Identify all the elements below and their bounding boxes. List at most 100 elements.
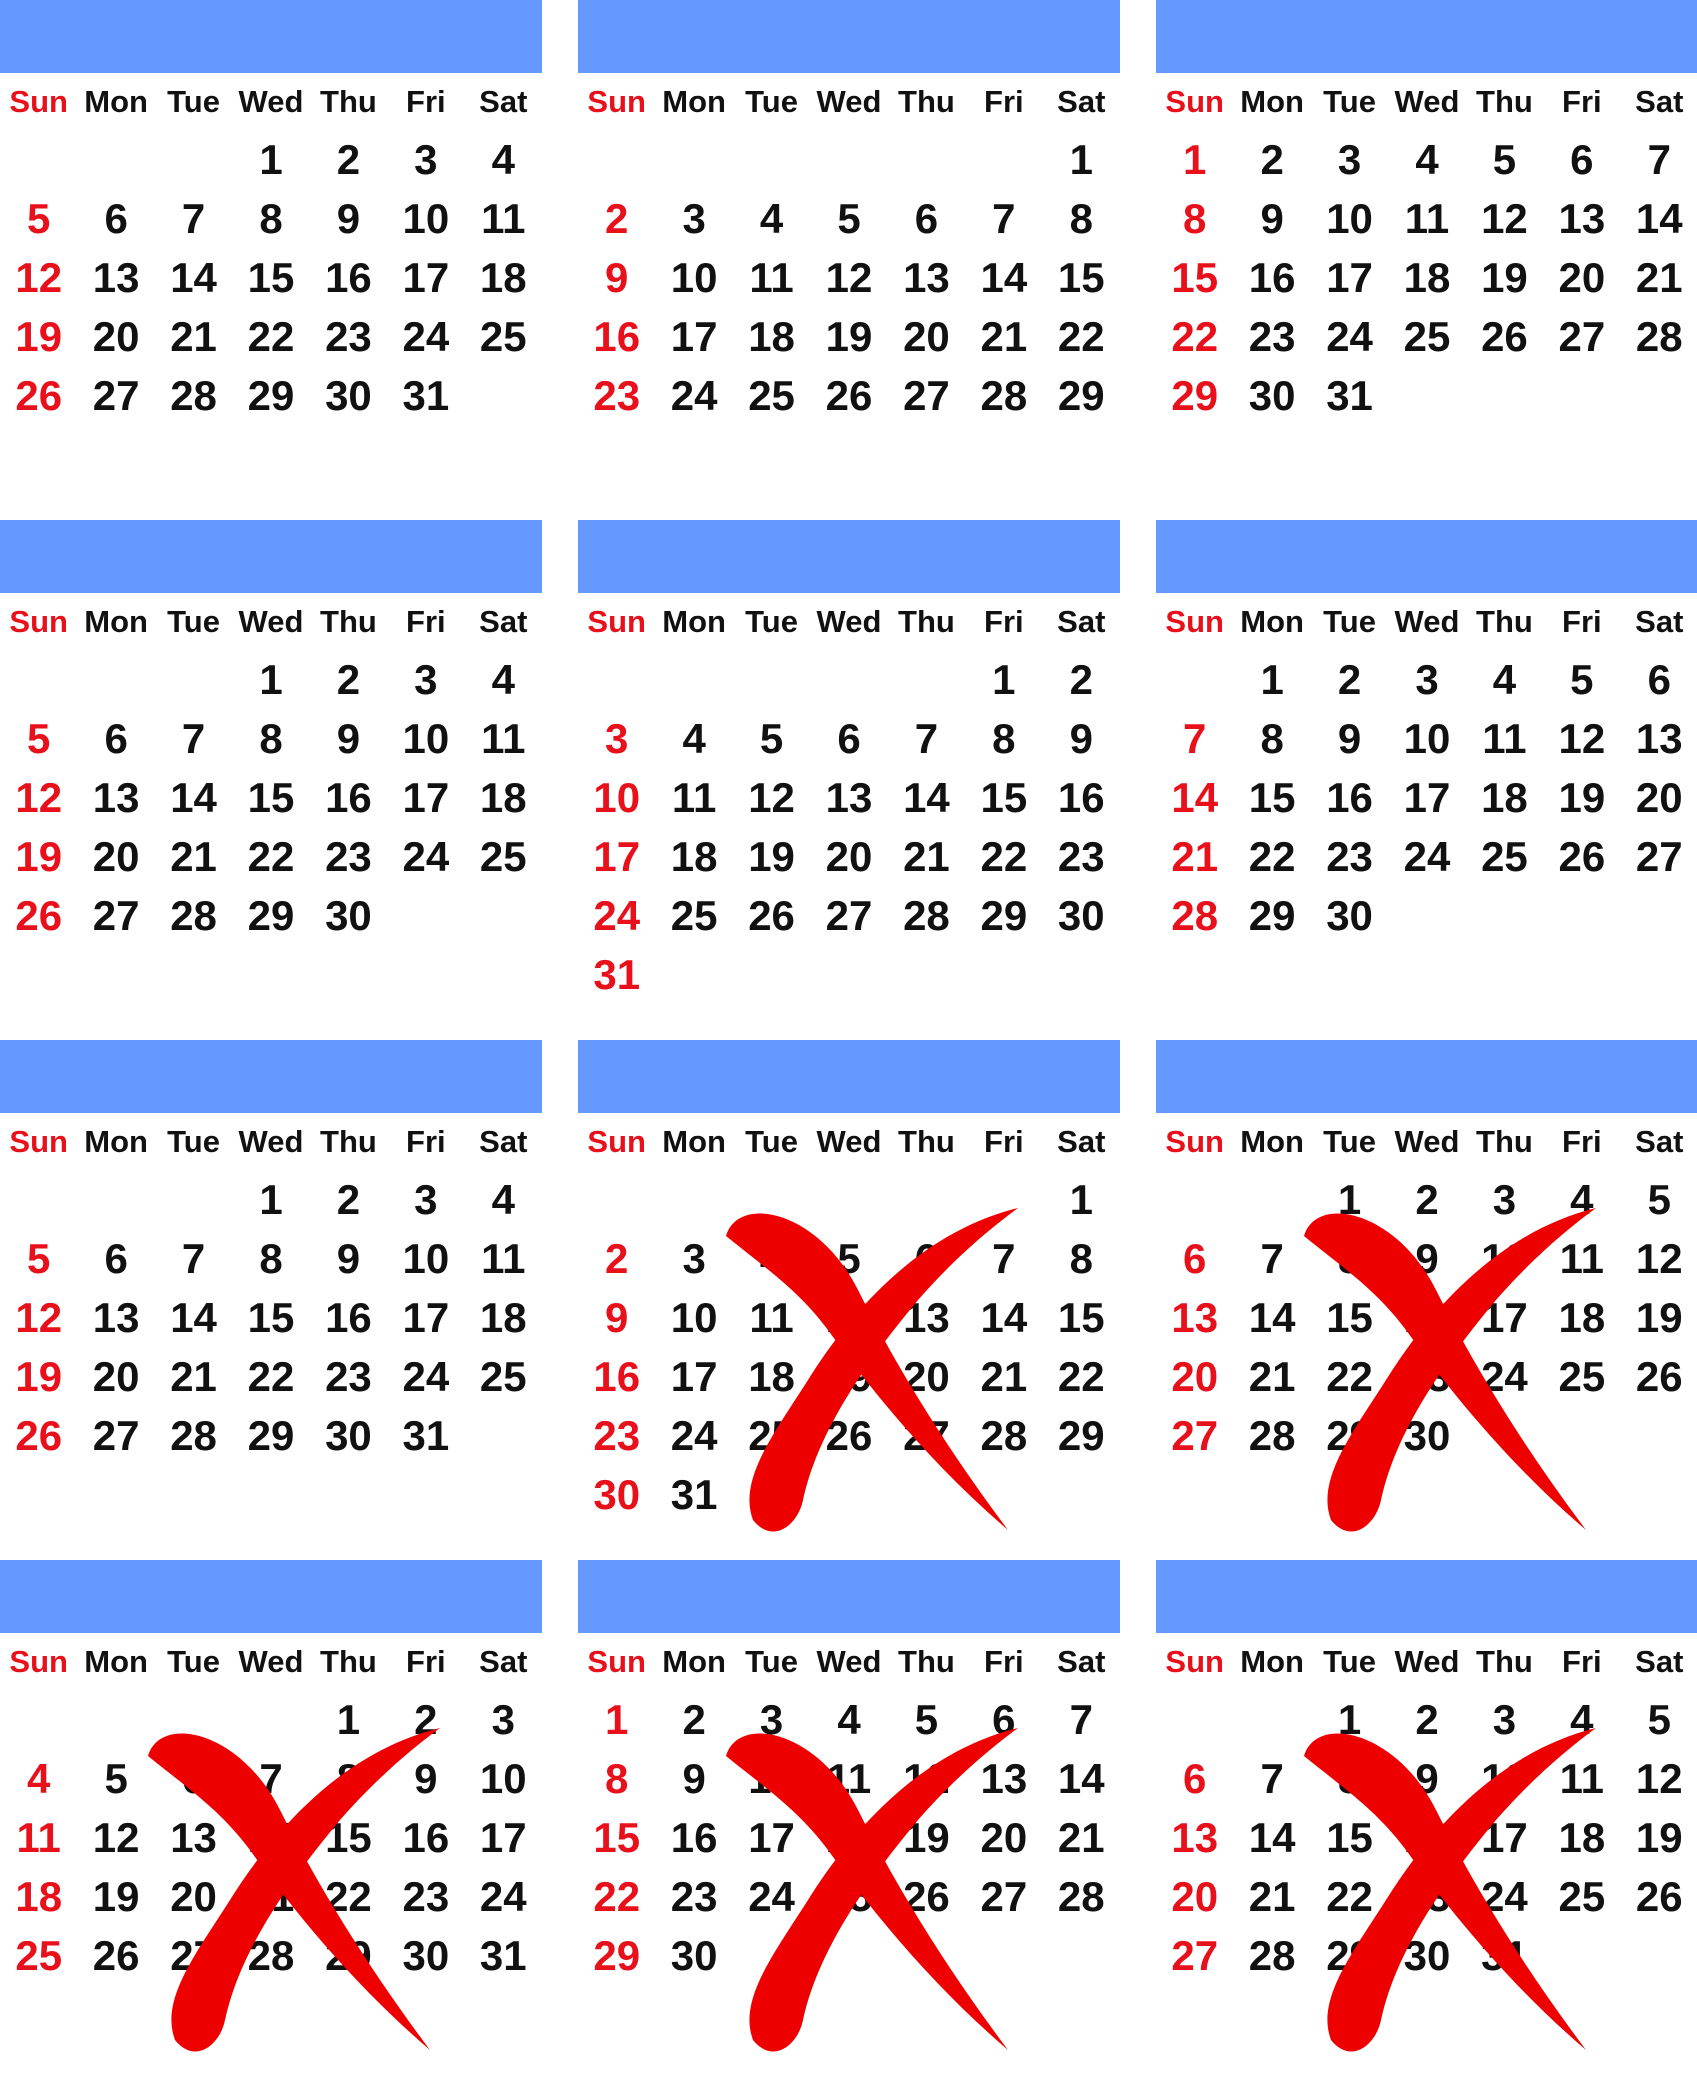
day-number: 30 xyxy=(325,372,372,419)
day-number: 15 xyxy=(247,254,295,301)
day-number: 5 xyxy=(837,1235,861,1282)
day-number: 30 xyxy=(593,1471,641,1518)
day-number: 17 xyxy=(402,254,450,301)
day-number: 17 xyxy=(1481,1294,1528,1341)
day-number: 15 xyxy=(1171,254,1219,301)
day-number: 31 xyxy=(402,1412,450,1459)
day-number: 29 xyxy=(247,1412,295,1459)
day-number: 31 xyxy=(593,951,641,998)
day-number: 4 xyxy=(491,136,515,183)
day-number: 11 xyxy=(481,1235,526,1282)
month-header-bar xyxy=(0,1040,542,1113)
day-number: 3 xyxy=(491,1696,515,1743)
weekday-label: Thu xyxy=(320,604,377,639)
weekday-label: Wed xyxy=(238,84,304,119)
day-number: 11 xyxy=(16,1814,61,1861)
day-number: 19 xyxy=(1635,1814,1683,1861)
weekday-label: Wed xyxy=(238,1124,304,1159)
day-number: 5 xyxy=(837,195,861,242)
month-header-bar xyxy=(1156,1560,1697,1633)
day-number: 15 xyxy=(247,1294,295,1341)
day-number: 10 xyxy=(670,1294,718,1341)
day-number: 21 xyxy=(1635,254,1683,301)
day-number: 9 xyxy=(1415,1755,1439,1802)
day-number: 1 xyxy=(336,1696,361,1743)
weekday-label: Sun xyxy=(9,1644,68,1679)
day-number: 9 xyxy=(1337,715,1362,762)
weekday-label: Mon xyxy=(662,1124,726,1159)
day-number: 2 xyxy=(1069,656,1093,703)
weekday-label: Mon xyxy=(662,1644,726,1679)
day-number: 4 xyxy=(759,195,784,242)
weekday-label: Wed xyxy=(816,1124,882,1159)
day-number: 26 xyxy=(15,1412,63,1459)
day-number: 6 xyxy=(914,195,939,242)
day-number: 23 xyxy=(325,833,372,880)
day-number: 7 xyxy=(992,195,1016,242)
day-number: 1 xyxy=(1337,1696,1362,1743)
day-number: 28 xyxy=(1635,313,1683,360)
day-number: 4 xyxy=(491,656,515,703)
day-number: 24 xyxy=(593,892,641,939)
day-number: 18 xyxy=(670,833,718,880)
weekday-label: Tue xyxy=(1323,1644,1376,1679)
day-number: 9 xyxy=(682,1755,706,1802)
day-number: 19 xyxy=(825,1353,873,1400)
weekday-label: Fri xyxy=(406,604,446,639)
month-header-bar xyxy=(0,0,542,73)
day-number: 25 xyxy=(748,372,795,419)
weekday-label: Thu xyxy=(1476,1124,1533,1159)
weekday-label: Fri xyxy=(406,1124,446,1159)
day-number: 3 xyxy=(605,715,629,762)
day-number: 24 xyxy=(1403,833,1451,880)
day-number: 26 xyxy=(825,1412,873,1459)
day-number: 19 xyxy=(1558,774,1606,821)
weekday-label: Sat xyxy=(1635,604,1684,639)
weekday-label: Tue xyxy=(167,1124,220,1159)
day-number: 14 xyxy=(1248,1814,1296,1861)
day-number: 2 xyxy=(682,1696,706,1743)
weekday-label: Tue xyxy=(1323,84,1376,119)
weekday-label: Fri xyxy=(406,1644,446,1679)
day-number: 31 xyxy=(402,372,450,419)
day-number: 3 xyxy=(682,195,706,242)
weekday-label: Sat xyxy=(479,1124,528,1159)
day-number: 16 xyxy=(593,1353,641,1400)
day-number: 13 xyxy=(903,1294,950,1341)
day-number: 24 xyxy=(402,313,450,360)
weekday-label: Wed xyxy=(238,1644,304,1679)
day-number: 20 xyxy=(1171,1873,1219,1920)
day-number: 20 xyxy=(980,1814,1028,1861)
day-number: 18 xyxy=(479,254,527,301)
weekday-label: Wed xyxy=(1394,1644,1460,1679)
month-header-bar xyxy=(0,520,542,593)
day-number: 4 xyxy=(491,1176,515,1223)
day-number: 7 xyxy=(1260,1235,1284,1282)
weekday-label: Sat xyxy=(1057,604,1106,639)
day-number: 22 xyxy=(1248,833,1296,880)
day-number: 23 xyxy=(1403,1353,1451,1400)
day-number: 6 xyxy=(1570,136,1594,183)
day-number: 14 xyxy=(170,254,217,301)
day-number: 12 xyxy=(1635,1235,1683,1282)
day-number: 20 xyxy=(903,313,950,360)
day-number: 9 xyxy=(414,1755,438,1802)
day-number: 1 xyxy=(259,656,283,703)
weekday-label: Thu xyxy=(1476,84,1533,119)
day-number: 26 xyxy=(1481,313,1528,360)
day-number: 20 xyxy=(92,833,140,880)
weekday-label: Sun xyxy=(1165,604,1224,639)
day-number: 27 xyxy=(170,1932,217,1979)
weekday-label: Tue xyxy=(745,604,798,639)
day-number: 5 xyxy=(104,1755,128,1802)
day-number: 26 xyxy=(1635,1353,1683,1400)
day-number: 28 xyxy=(170,892,217,939)
day-number: 15 xyxy=(325,1814,372,1861)
